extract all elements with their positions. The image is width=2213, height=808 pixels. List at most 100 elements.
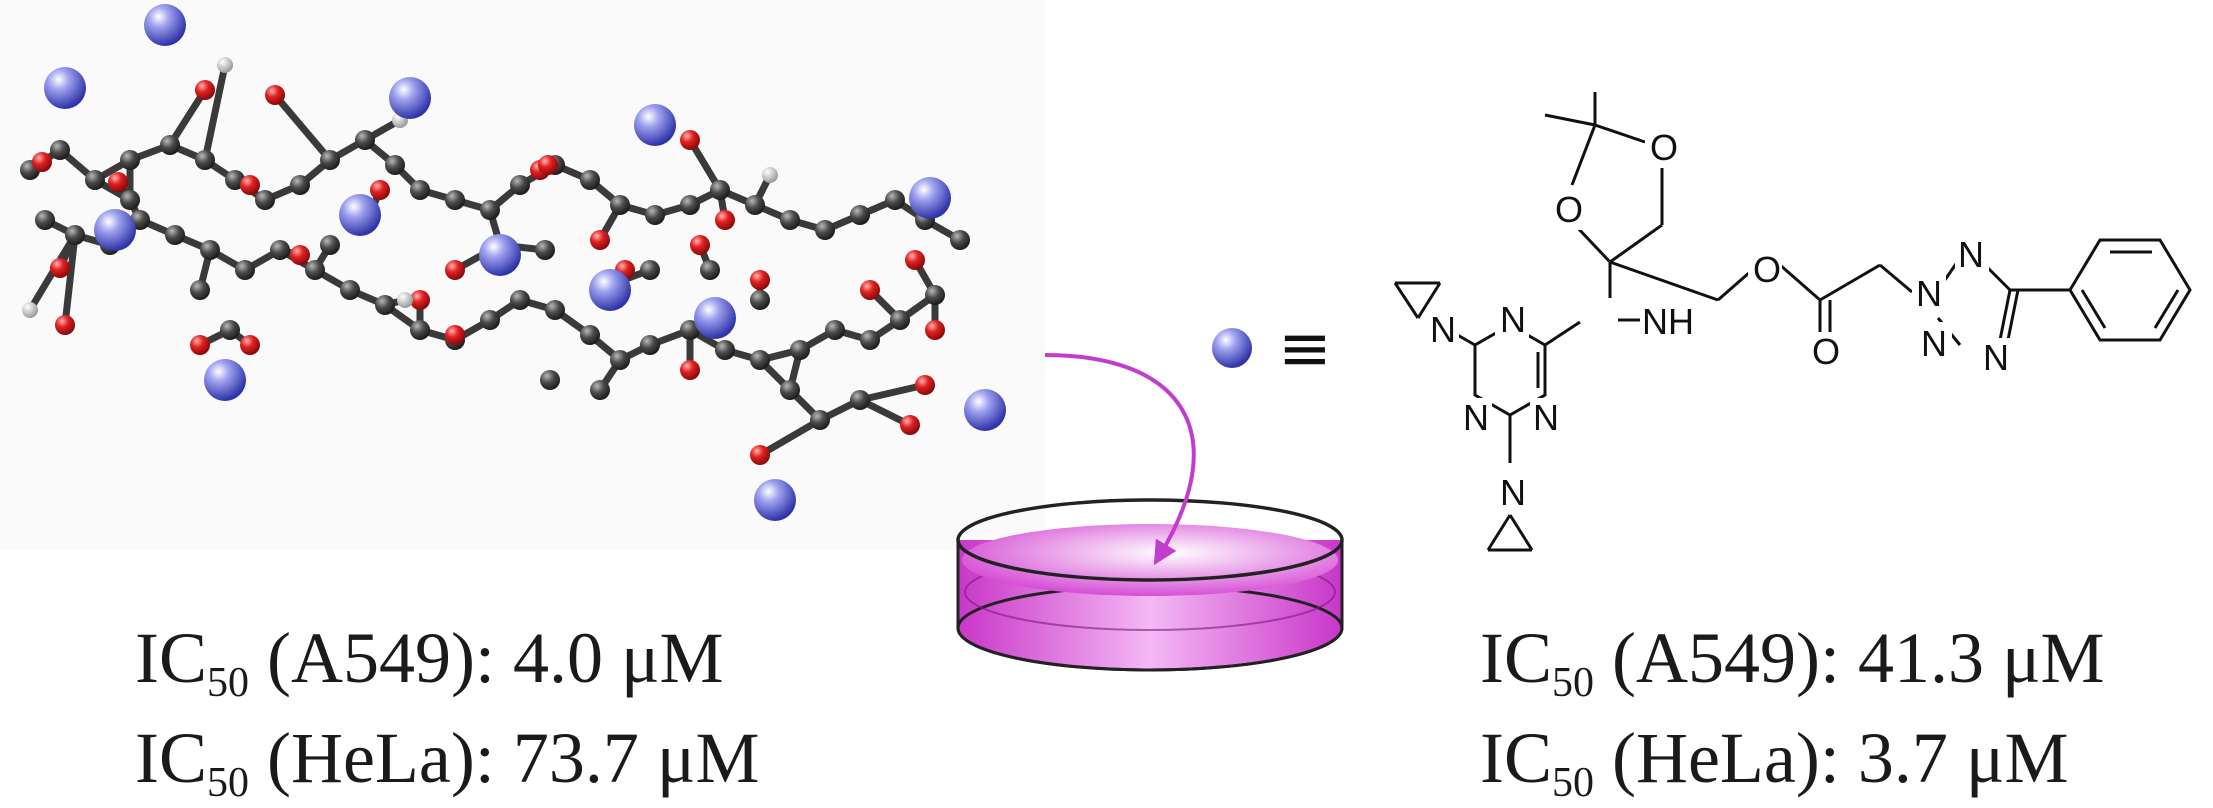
ic50-a549-left: IC50 (A549): 4.0 μM — [135, 618, 724, 706]
carbon-atom — [190, 280, 210, 300]
carbon-atom — [640, 260, 660, 280]
carbon-atom — [445, 190, 465, 210]
oxygen-atom — [680, 360, 700, 380]
bond — [1393, 282, 1420, 319]
drug-sphere — [94, 209, 136, 251]
right-ic50-results: IC50 (A549): 41.3 μM IC50 (HeLa): 3.7 μM — [1480, 608, 2105, 808]
carbon-atom — [50, 140, 70, 160]
carbon-atom — [810, 410, 830, 430]
ic50-a549-right: IC50 (A549): 41.3 μM — [1480, 618, 2105, 706]
carbon-atom — [745, 195, 765, 215]
carbon-atom — [305, 260, 325, 280]
oxygen-atom — [290, 245, 310, 265]
dish-liquid-surface — [962, 524, 1338, 596]
bond — [1594, 123, 1646, 144]
hydrogen-atom — [22, 302, 38, 318]
carbon-atom — [540, 370, 560, 390]
oxygen-atom — [445, 260, 465, 280]
model-bond — [201, 61, 229, 164]
drug-sphere — [754, 479, 796, 521]
carbon-atom — [890, 310, 910, 330]
carbon-atom — [580, 325, 600, 345]
carbon-atom — [710, 180, 730, 200]
oxygen-atom — [538, 155, 558, 175]
carbon-atom — [610, 350, 630, 370]
carbon-atom — [355, 130, 375, 150]
petri-dish — [956, 498, 1344, 672]
bond — [2153, 289, 2180, 329]
transfer-arrow — [1044, 353, 1196, 566]
carbon-atom — [610, 195, 630, 215]
model-bond — [61, 231, 79, 329]
atom-O: O — [1812, 331, 1840, 372]
carbon-atom — [410, 320, 430, 340]
drug-sphere — [909, 177, 951, 219]
bond — [1717, 270, 1751, 302]
carbon-atom — [925, 285, 945, 305]
model-bond — [166, 86, 209, 149]
carbon-atom — [780, 380, 800, 400]
carbon-atom — [270, 240, 290, 260]
carbon-atom — [680, 320, 700, 340]
phenyl-ring — [2068, 238, 2192, 342]
bond — [1570, 124, 1597, 186]
carbon-atom — [825, 320, 845, 340]
carbon-atom — [545, 300, 565, 320]
carbon-atom — [750, 350, 770, 370]
carbon-atom — [120, 150, 140, 170]
oxygen-atom — [715, 210, 735, 230]
drug-sphere — [634, 104, 676, 146]
hydrogen-atom — [217, 57, 233, 73]
carbon-atom — [255, 190, 275, 210]
carbon-atom — [590, 380, 610, 400]
carbon-atom — [160, 135, 180, 155]
bond — [1879, 263, 1913, 294]
carbon-atom — [680, 195, 700, 215]
bond — [1544, 320, 1581, 347]
equivalence-symbol: ≡ — [1278, 312, 1332, 386]
model-bond — [856, 381, 929, 404]
carbon-atom — [850, 390, 870, 410]
carbon-atom — [385, 155, 405, 175]
model-background — [0, 0, 1045, 550]
bond — [1508, 514, 1534, 551]
oxygen-atom — [860, 280, 880, 300]
carbon-atom — [320, 235, 340, 255]
drug-sphere — [204, 359, 246, 401]
atom-N: N — [1533, 397, 1559, 438]
carbon-atom — [750, 290, 770, 310]
oxygen-atom — [445, 325, 465, 345]
carbon-atom — [640, 335, 660, 355]
oxygen-atom — [905, 250, 925, 270]
atom-N: N — [1500, 299, 1526, 340]
carbon-atom — [410, 180, 430, 200]
atom-O: O — [1753, 249, 1781, 290]
hydrogen-atom — [762, 167, 778, 183]
carbon-atom — [645, 205, 665, 225]
bond — [1779, 263, 1821, 302]
carbon-atom — [65, 225, 85, 245]
carbon-atom — [780, 210, 800, 230]
oxygen-atom — [108, 172, 128, 192]
carbon-atom — [165, 225, 185, 245]
oxygen-atom — [925, 320, 945, 340]
carbon-atom — [480, 310, 500, 330]
carbon-atom — [510, 175, 530, 195]
carbon-atom — [850, 205, 870, 225]
bond — [1609, 223, 1663, 264]
carbon-atom — [860, 330, 880, 350]
ic50-hela-left: IC50 (HeLa): 73.7 μM — [135, 718, 760, 806]
drug-sphere — [589, 269, 631, 311]
carbon-atom — [220, 320, 240, 340]
legend-drug-sphere — [1212, 328, 1252, 368]
oxygen-atom — [750, 445, 770, 465]
oxygen-atom — [410, 290, 430, 310]
carbon-atom — [580, 170, 600, 190]
carbon-atom — [480, 200, 500, 220]
carbon-atom — [200, 240, 220, 260]
oxygen-atom — [50, 258, 70, 278]
drug-sphere — [339, 194, 381, 236]
atom-O: O — [1650, 127, 1678, 168]
drug-sphere — [44, 67, 86, 109]
